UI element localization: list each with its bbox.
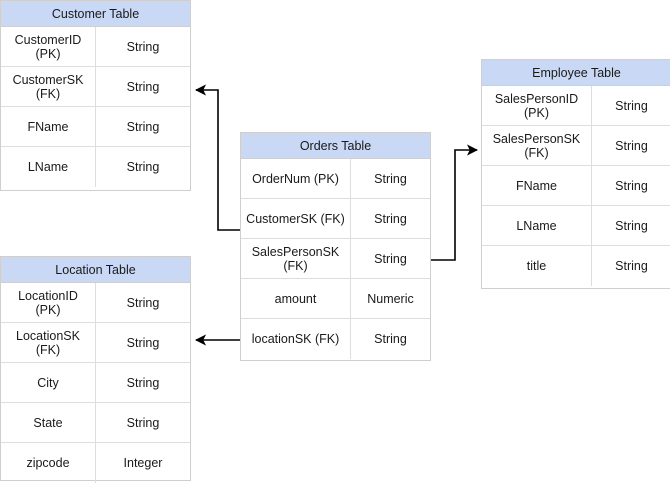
- table-row[interactable]: City String: [1, 363, 190, 403]
- table-row[interactable]: locationSK (FK) String: [241, 319, 430, 359]
- field-type: String: [126, 335, 160, 350]
- field-type: String: [374, 211, 407, 226]
- field-type: Integer: [123, 456, 163, 470]
- field-type: String: [126, 39, 160, 54]
- field-name: SalesPersonID (PK): [482, 86, 592, 125]
- table-employee-header: Employee Table: [482, 60, 670, 86]
- table-row[interactable]: SalesPersonSK (FK) String: [241, 239, 430, 279]
- table-row[interactable]: State String: [1, 403, 190, 443]
- field-type: String: [374, 332, 407, 346]
- field-type: String: [615, 178, 648, 193]
- field-type: String: [126, 160, 160, 174]
- field-name: LocationID (PK): [1, 283, 96, 322]
- field-name: LName: [482, 206, 592, 245]
- field-type: String: [126, 415, 160, 430]
- field-name: OrderNum (PK): [241, 159, 351, 198]
- table-location[interactable]: Location Table LocationID (PK) String Lo…: [0, 256, 191, 483]
- field-name: CustomerSK (FK): [1, 67, 96, 106]
- table-row[interactable]: SalesPersonID (PK) String: [482, 86, 670, 126]
- field-type: String: [615, 259, 648, 273]
- field-type: String: [615, 98, 648, 113]
- field-name: zipcode: [1, 443, 96, 483]
- table-row[interactable]: amount Numeric: [241, 279, 430, 319]
- table-row[interactable]: LName String: [1, 147, 190, 187]
- table-row[interactable]: LName String: [482, 206, 670, 246]
- field-name: LocationSK (FK): [1, 323, 96, 362]
- field-type: String: [126, 119, 160, 134]
- table-row[interactable]: LocationID (PK) String: [1, 283, 190, 323]
- field-type: String: [374, 251, 407, 266]
- table-row[interactable]: CustomerID (PK) String: [1, 27, 190, 67]
- field-name: SalesPersonSK (FK): [482, 126, 592, 165]
- table-row[interactable]: LocationSK (FK) String: [1, 323, 190, 363]
- table-orders[interactable]: Orders Table OrderNum (PK) String Custom…: [240, 132, 431, 361]
- table-row[interactable]: title String: [482, 246, 670, 286]
- field-name: City: [1, 363, 96, 402]
- field-name: SalesPersonSK (FK): [241, 239, 351, 278]
- field-type: String: [126, 295, 160, 310]
- field-name: FName: [1, 107, 96, 146]
- field-type: String: [374, 171, 407, 186]
- table-row[interactable]: FName String: [482, 166, 670, 206]
- table-row[interactable]: OrderNum (PK) String: [241, 159, 430, 199]
- connector-orders-employee: [431, 144, 479, 261]
- field-type: String: [615, 218, 648, 233]
- field-name: CustomerID (PK): [1, 27, 96, 66]
- table-row[interactable]: CustomerSK (FK) String: [1, 67, 190, 107]
- table-customer-header: Customer Table: [1, 1, 190, 27]
- field-name: LName: [1, 147, 96, 187]
- field-name: State: [1, 403, 96, 442]
- field-name: locationSK (FK): [241, 319, 351, 359]
- field-type: String: [615, 138, 648, 153]
- table-row[interactable]: zipcode Integer: [1, 443, 190, 483]
- table-customer[interactable]: Customer Table CustomerID (PK) String Cu…: [0, 0, 191, 191]
- table-row[interactable]: SalesPersonSK (FK) String: [482, 126, 670, 166]
- table-location-header: Location Table: [1, 257, 190, 283]
- field-type: String: [126, 375, 160, 390]
- table-orders-header: Orders Table: [241, 133, 430, 159]
- field-name: FName: [482, 166, 592, 205]
- table-row[interactable]: CustomerSK (FK) String: [241, 199, 430, 239]
- field-name: title: [482, 246, 592, 286]
- field-type: String: [126, 79, 160, 94]
- table-employee[interactable]: Employee Table SalesPersonID (PK) String…: [481, 59, 670, 289]
- field-name: amount: [241, 279, 351, 318]
- field-name: CustomerSK (FK): [241, 199, 351, 238]
- field-type: Numeric: [367, 291, 414, 306]
- connector-orders-customer: [194, 84, 240, 231]
- table-row[interactable]: FName String: [1, 107, 190, 147]
